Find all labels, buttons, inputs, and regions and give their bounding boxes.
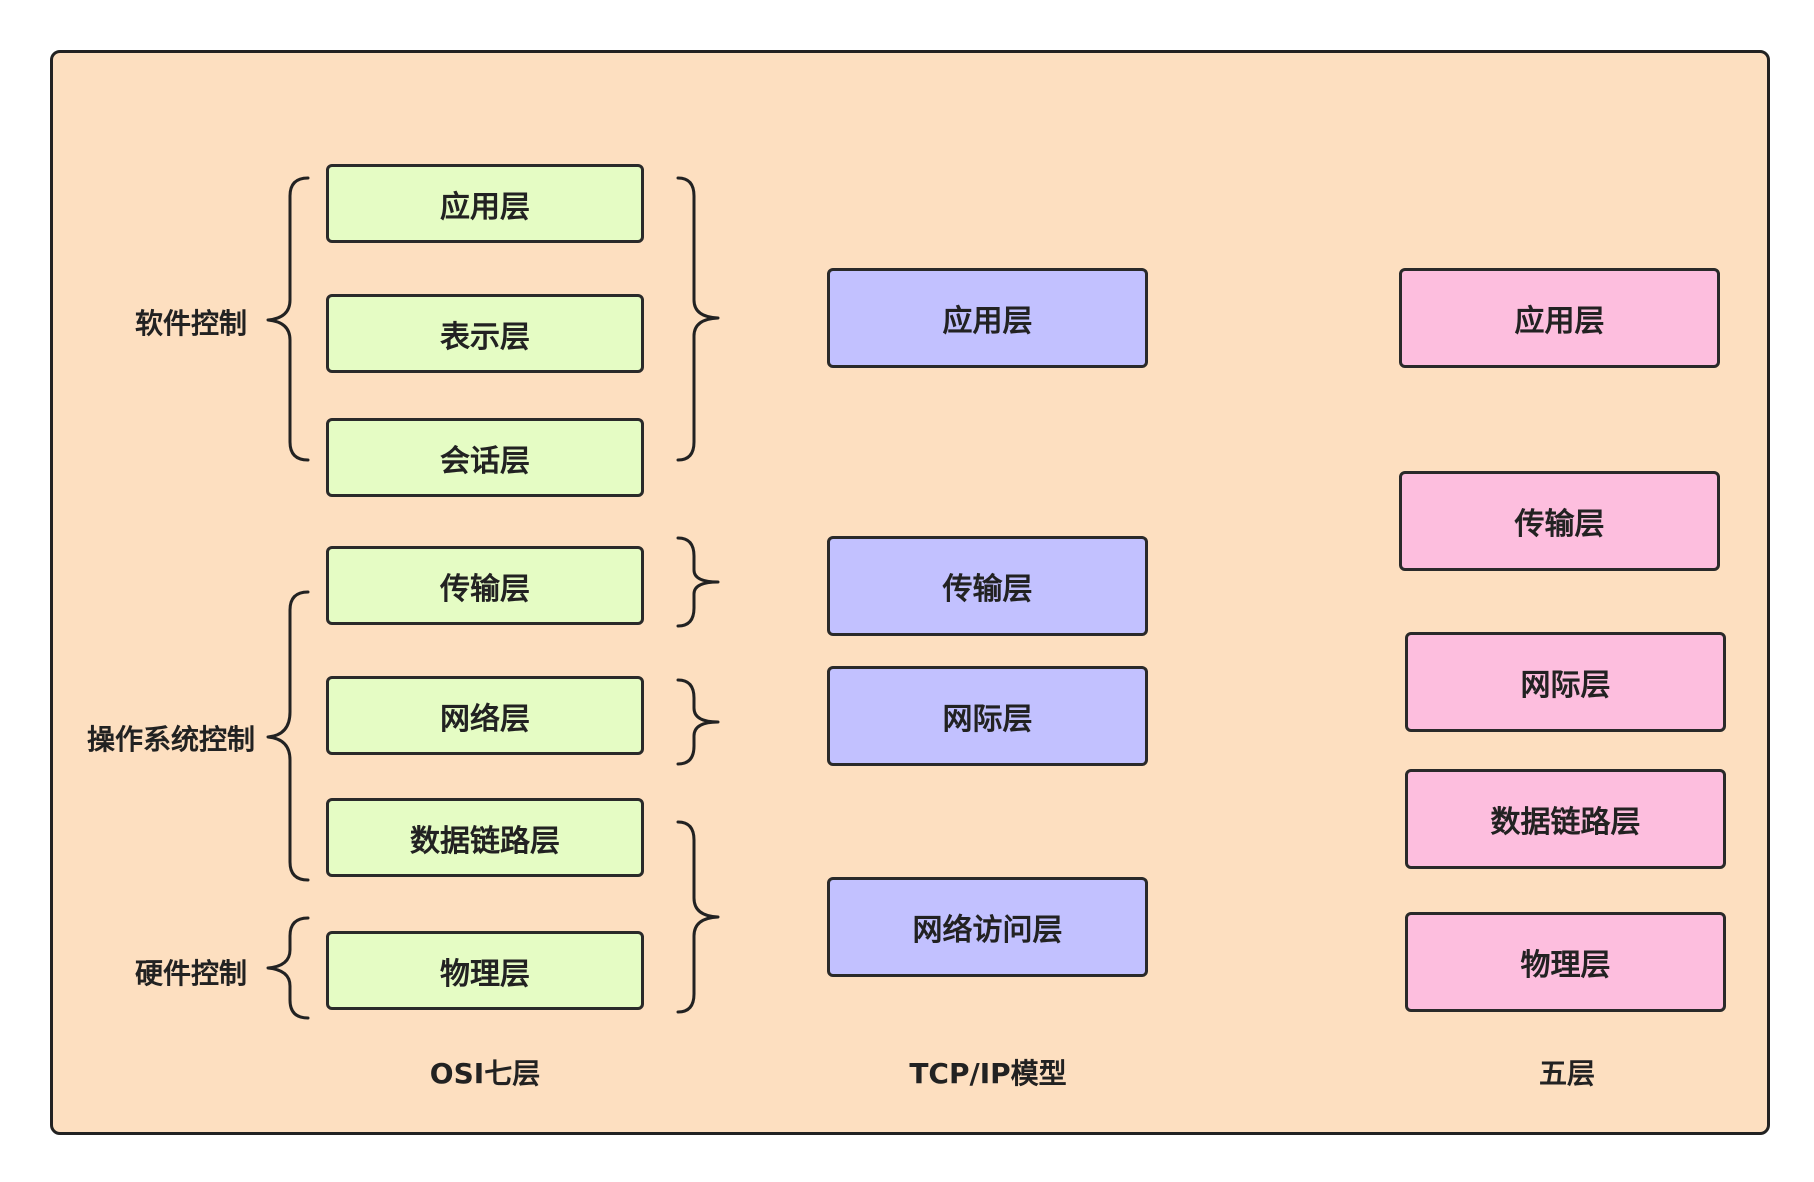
tcpip-layer-application: 应用层 [827, 268, 1148, 368]
osi-layer-physical: 物理层 [326, 931, 644, 1010]
brace-osi-lower-group [676, 820, 720, 1014]
brace-software [266, 176, 310, 462]
five-layer-internet: 网际层 [1405, 632, 1726, 732]
osi-column-title: OSI七层 [429, 1057, 541, 1090]
group-label-hardware: 硬件控制 [135, 957, 248, 990]
tcpip-layer-internet: 网际层 [827, 666, 1148, 766]
tcpip-layer-transport: 传输层 [827, 536, 1148, 636]
five-layer-transport: 传输层 [1399, 471, 1720, 571]
group-label-os: 操作系统控制 [87, 723, 256, 756]
five-layer-datalink: 数据链路层 [1405, 769, 1726, 869]
five-layer-physical: 物理层 [1405, 912, 1726, 1012]
osi-layer-session: 会话层 [326, 418, 644, 497]
brace-osi-transport [676, 536, 720, 628]
brace-os [266, 590, 310, 882]
brace-hardware [266, 916, 310, 1020]
five-layer-application: 应用层 [1399, 268, 1720, 368]
osi-layer-transport: 传输层 [326, 546, 644, 625]
osi-layer-presentation: 表示层 [326, 294, 644, 373]
five-column-title: 五层 [1538, 1057, 1596, 1090]
osi-layer-network: 网络层 [326, 676, 644, 755]
brace-osi-network [676, 678, 720, 766]
osi-layer-datalink: 数据链路层 [326, 798, 644, 877]
group-label-software: 软件控制 [135, 307, 248, 340]
tcpip-column-title: TCP/IP模型 [909, 1057, 1067, 1090]
brace-osi-application-group [676, 176, 720, 462]
tcpip-layer-network-access: 网络访问层 [827, 877, 1148, 977]
osi-layer-application: 应用层 [326, 164, 644, 243]
